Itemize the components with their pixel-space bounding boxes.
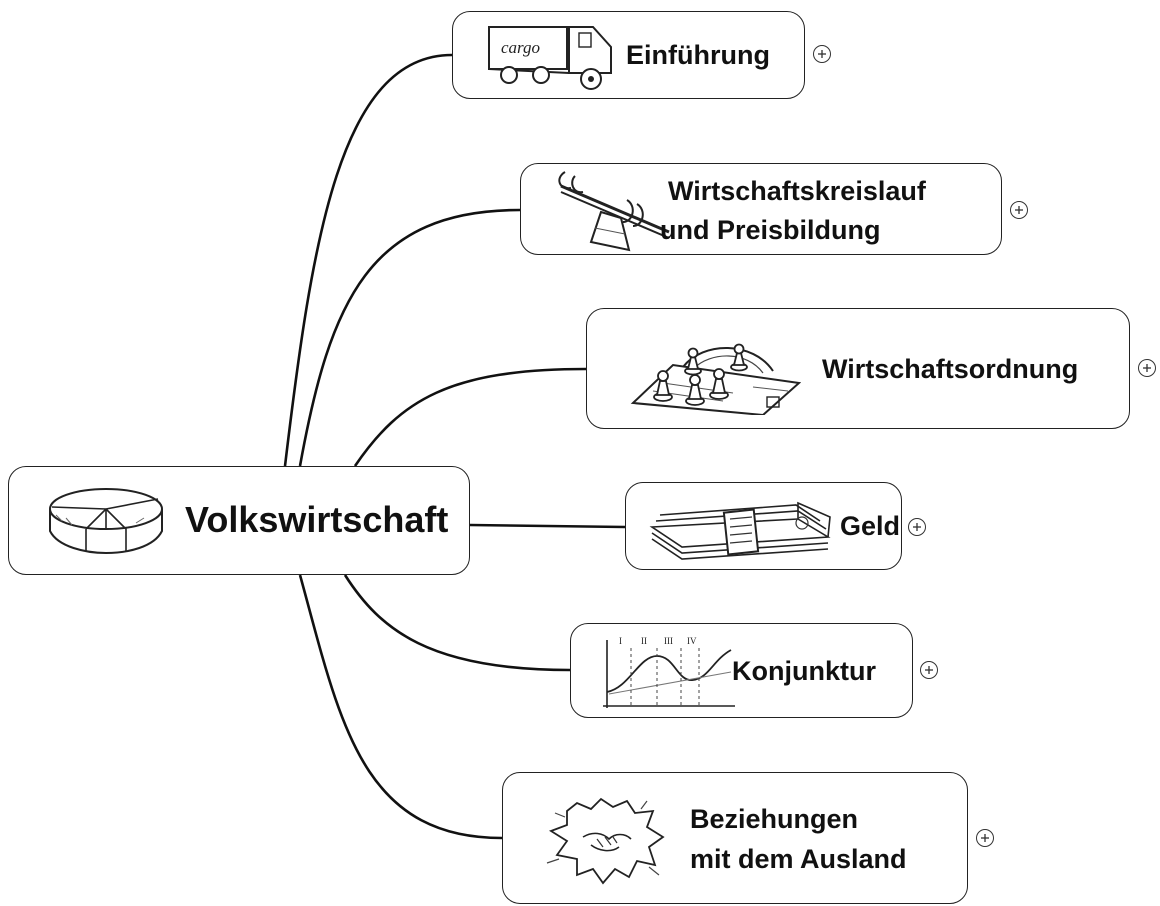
branch-label-ausland-line1: Beziehungen [690,804,859,834]
expand-toggle-einfuehrung[interactable] [813,45,831,63]
connector-einfuehrung [283,53,453,467]
plus-icon [818,50,826,58]
branch-label-konjunktur: Konjunktur [732,656,876,686]
cycle-phase-label-1: I [619,636,622,646]
business-cycle-chart-sketch-icon: I II III IV [603,636,735,708]
branch-node-einfuehrung[interactable]: cargo Einführung [452,11,805,99]
truck-cargo-text: cargo [501,38,540,57]
root-node-volkswirtschaft[interactable]: Volkswirtschaft [8,466,470,575]
connector-konjunktur [343,574,571,672]
plus-icon [981,834,989,842]
root-label: Volkswirtschaft [185,499,449,540]
expand-toggle-ausland[interactable] [976,829,994,847]
connector-geld [469,523,626,529]
cycle-phase-label-3: III [664,636,673,646]
branch-label-geld: Geld [840,511,901,541]
branch-label-einfuehrung: Einführung [626,40,770,70]
money-stack-sketch-icon [649,501,831,560]
branch-node-ausland[interactable]: Beziehungen mit dem Ausland [502,772,968,904]
connector-wirtschaftsordnung [353,367,587,467]
cycle-phase-label-4: IV [687,636,697,646]
plus-icon [1015,206,1023,214]
branch-label-wirtschaftsordnung: Wirtschaftsordnung [822,354,1079,384]
branch-node-wirtschaftskreislauf[interactable]: Wirtschaftskreislauf und Preisbildung [520,163,1002,255]
plus-icon [913,523,921,531]
expand-toggle-wirtschaftskreislauf[interactable] [1010,201,1028,219]
seesaw-sketch-icon [558,171,670,252]
branch-node-geld[interactable]: Geld [625,482,902,570]
expand-toggle-wirtschaftsordnung[interactable] [1138,359,1156,377]
handshake-map-sketch-icon [546,797,665,885]
cargo-truck-sketch-icon: cargo [488,26,612,90]
cycle-phase-label-2: II [641,636,647,646]
branch-label-ausland-line2: mit dem Ausland [690,844,907,874]
branch-label-wirtschaftskreislauf-line2: und Preisbildung [660,215,881,245]
branch-node-konjunktur[interactable]: I II III IV Konjunktur [570,623,913,718]
expand-toggle-konjunktur[interactable] [920,661,938,679]
pie-chart-sketch-icon [49,488,163,555]
connector-wirtschaftskreislauf [298,208,521,467]
board-game-pawns-sketch-icon [630,343,801,415]
branch-label-wirtschaftskreislauf-line1: Wirtschaftskreislauf [668,176,926,206]
expand-toggle-geld[interactable] [908,518,926,536]
connector-ausland [298,574,503,840]
plus-icon [1143,364,1151,372]
plus-icon [925,666,933,674]
branch-node-wirtschaftsordnung[interactable]: Wirtschaftsordnung [586,308,1130,429]
